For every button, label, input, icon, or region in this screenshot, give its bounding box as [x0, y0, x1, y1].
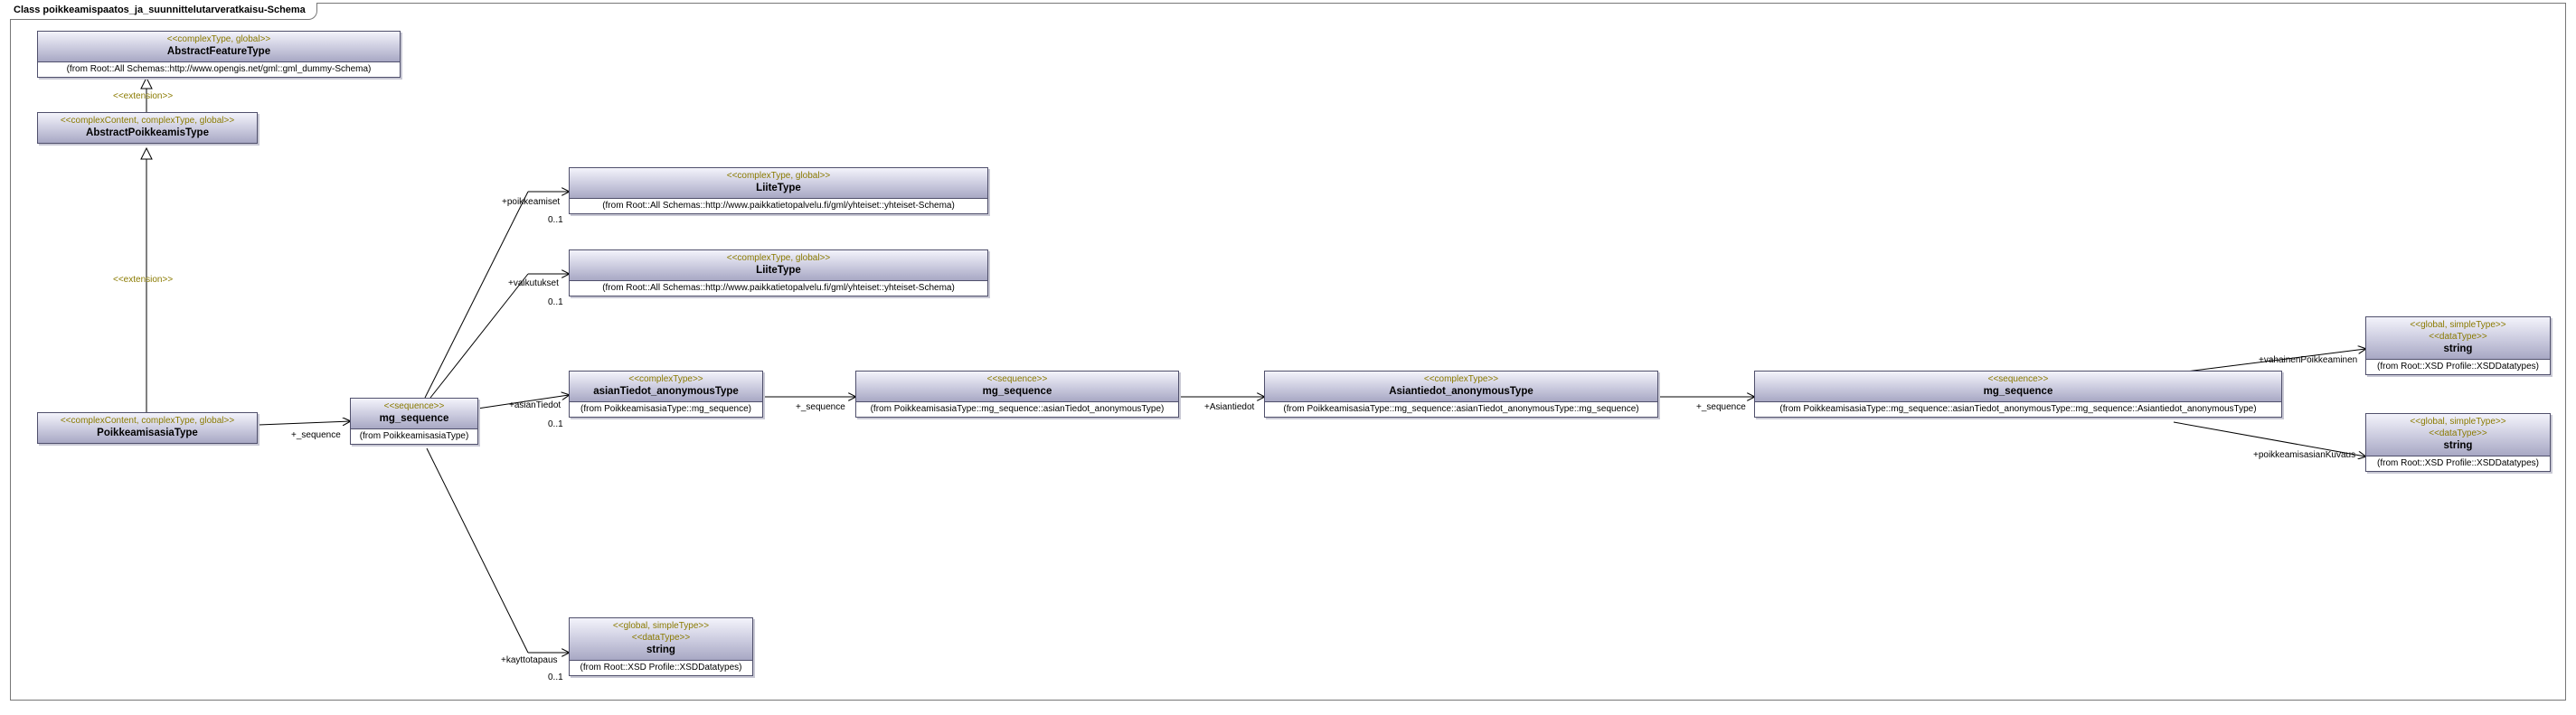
class-name: mg_sequence: [379, 413, 449, 424]
stereotype-label: <<complexType, global>>: [726, 171, 831, 181]
stereotype-label: <<complexType, global>>: [166, 34, 271, 44]
class-header: <<sequence>> mg_sequence: [856, 372, 1178, 402]
class-header: <<global, simpleType>> <<dataType>> stri…: [2366, 317, 2550, 360]
class-origin: (from Root::All Schemas::http://www.open…: [38, 62, 400, 77]
multiplicity-label: 0..1: [548, 419, 563, 429]
class-header: <<complexType, global>> LiiteType: [570, 250, 987, 281]
class-name: PoikkeamisasiaType: [97, 428, 198, 438]
class-name: LiiteType: [756, 265, 801, 276]
class-origin: (from Root::All Schemas::http://www.paik…: [570, 281, 987, 296]
role-label-poikkeamisasian-kuvaus: +poikkeamisasianKuvaus: [2253, 450, 2356, 460]
association-line: [477, 395, 569, 409]
association-line: [258, 421, 350, 425]
stereotype-label: <<sequence>>: [986, 374, 1048, 384]
class-mg-sequence-3[interactable]: <<sequence>> mg_sequence (from Poikkeami…: [1754, 371, 2282, 418]
class-liite-type-1[interactable]: <<complexType, global>> LiiteType (from …: [569, 167, 988, 214]
stereotype-label: <<dataType>>: [2429, 428, 2487, 438]
class-header: <<global, simpleType>> <<dataType>> stri…: [2366, 414, 2550, 456]
class-origin: (from Root::XSD Profile::XSDDatatypes): [2366, 360, 2550, 374]
class-name: string: [2443, 343, 2473, 354]
class-header: <<sequence>> mg_sequence: [351, 399, 477, 429]
role-label-asiantiedot: +Asiantiedot: [1204, 402, 1255, 412]
class-header: <<complexType, global>> AbstractFeatureT…: [38, 32, 400, 62]
class-string-3[interactable]: <<global, simpleType>> <<dataType>> stri…: [569, 617, 753, 676]
class-origin: (from PoikkeamisasiaType): [351, 429, 477, 444]
association-line: [2173, 421, 2365, 456]
class-header: <<complexContent, complexType, global>> …: [38, 413, 257, 443]
association-line: [424, 191, 529, 399]
extension-label: <<extension>>: [113, 91, 174, 101]
multiplicity-label: 0..1: [548, 673, 563, 682]
class-mg-sequence-2[interactable]: <<sequence>> mg_sequence (from Poikkeami…: [855, 371, 1179, 418]
role-label-sequence: +_sequence: [291, 430, 341, 440]
stereotype-label: <<sequence>>: [383, 401, 445, 411]
class-name: string: [2443, 440, 2473, 451]
class-origin: (from PoikkeamisasiaType::mg_sequence::a…: [856, 402, 1178, 417]
role-label-vaikutukset: +vaikutukset: [508, 278, 559, 288]
stereotype-label: <<global, simpleType>>: [612, 621, 710, 631]
generalization-arrowhead: [140, 76, 153, 89]
generalization-arrowhead: [140, 146, 153, 160]
stereotype-label: <<global, simpleType>>: [2410, 320, 2506, 330]
class-header: <<complexType, global>> LiiteType: [570, 168, 987, 199]
role-label-sequence: +_sequence: [1696, 402, 1746, 412]
class-header: <<complexType>> Asiantiedot_anonymousTyp…: [1265, 372, 1657, 402]
class-header: <<sequence>> mg_sequence: [1755, 372, 2281, 402]
class-origin: (from PoikkeamisasiaType::mg_sequence::a…: [1265, 402, 1657, 417]
class-mg-sequence-1[interactable]: <<sequence>> mg_sequence (from Poikkeami…: [350, 398, 478, 445]
class-name: mg_sequence: [982, 386, 1052, 397]
extension-label: <<extension>>: [113, 275, 174, 285]
class-name: LiiteType: [756, 183, 801, 193]
class-name: Asiantiedot_anonymousType: [1389, 386, 1533, 397]
stereotype-label: <<complexContent, complexType, global>>: [60, 116, 235, 126]
class-origin: (from Root::All Schemas::http://www.paik…: [570, 199, 987, 213]
role-label-poikkeamiset: +poikkeamiset: [502, 197, 561, 207]
stereotype-label: <<complexType>>: [628, 374, 703, 384]
class-header: <<complexContent, complexType, global>> …: [38, 113, 257, 143]
class-origin: (from Root::XSD Profile::XSDDatatypes): [2366, 456, 2550, 471]
class-origin: (from PoikkeamisasiaType::mg_sequence): [570, 402, 762, 417]
stereotype-label: <<global, simpleType>>: [2410, 417, 2506, 427]
role-label-asiantiedot: +asianTiedot: [509, 400, 561, 410]
stereotype-label: <<complexType>>: [1423, 374, 1499, 384]
stereotype-label: <<dataType>>: [2429, 332, 2487, 342]
association-line: [426, 447, 529, 654]
diagram-frame: [10, 3, 2566, 701]
class-string-2[interactable]: <<global, simpleType>> <<dataType>> stri…: [2365, 413, 2551, 472]
class-asiantiedot-anonymous-type[interactable]: <<complexType>> Asiantiedot_anonymousTyp…: [1264, 371, 1658, 418]
role-label-kayttotapaus: +kayttotapaus: [501, 655, 558, 665]
role-label-vahainen-poikkeaminen: +vahainenPoikkeaminen: [2259, 355, 2358, 365]
class-origin: (from Root::XSD Profile::XSDDatatypes): [570, 661, 752, 675]
class-name: asianTiedot_anonymousType: [593, 386, 739, 397]
class-name: string: [646, 644, 675, 655]
class-abstract-feature-type[interactable]: <<complexType, global>> AbstractFeatureT…: [37, 31, 401, 78]
stereotype-label: <<complexContent, complexType, global>>: [60, 416, 235, 426]
class-header: <<global, simpleType>> <<dataType>> stri…: [570, 618, 752, 661]
class-origin: (from PoikkeamisasiaType::mg_sequence::a…: [1755, 402, 2281, 417]
class-header: <<complexType>> asianTiedot_anonymousTyp…: [570, 372, 762, 402]
class-poikkeamisasia-type[interactable]: <<complexContent, complexType, global>> …: [37, 412, 258, 444]
stereotype-label: <<sequence>>: [1987, 374, 2049, 384]
stereotype-label: <<dataType>>: [631, 633, 691, 643]
role-label-sequence: +_sequence: [796, 402, 845, 412]
stereotype-label: <<complexType, global>>: [726, 253, 831, 263]
diagram-frame-title: Class poikkeamispaatos_ja_suunnittelutar…: [10, 3, 317, 20]
class-string-1[interactable]: <<global, simpleType>> <<dataType>> stri…: [2365, 316, 2551, 375]
class-name: mg_sequence: [1983, 386, 2053, 397]
class-name: AbstractPoikkeamisType: [86, 127, 209, 138]
multiplicity-label: 0..1: [548, 215, 563, 225]
association-line: [429, 273, 529, 399]
class-asian-tiedot-anonymous-type[interactable]: <<complexType>> asianTiedot_anonymousTyp…: [569, 371, 763, 418]
multiplicity-label: 0..1: [548, 297, 563, 307]
class-liite-type-2[interactable]: <<complexType, global>> LiiteType (from …: [569, 249, 988, 296]
class-name: AbstractFeatureType: [166, 46, 271, 57]
class-abstract-poikkeamis-type[interactable]: <<complexContent, complexType, global>> …: [37, 112, 258, 144]
association-line: [2185, 349, 2365, 372]
